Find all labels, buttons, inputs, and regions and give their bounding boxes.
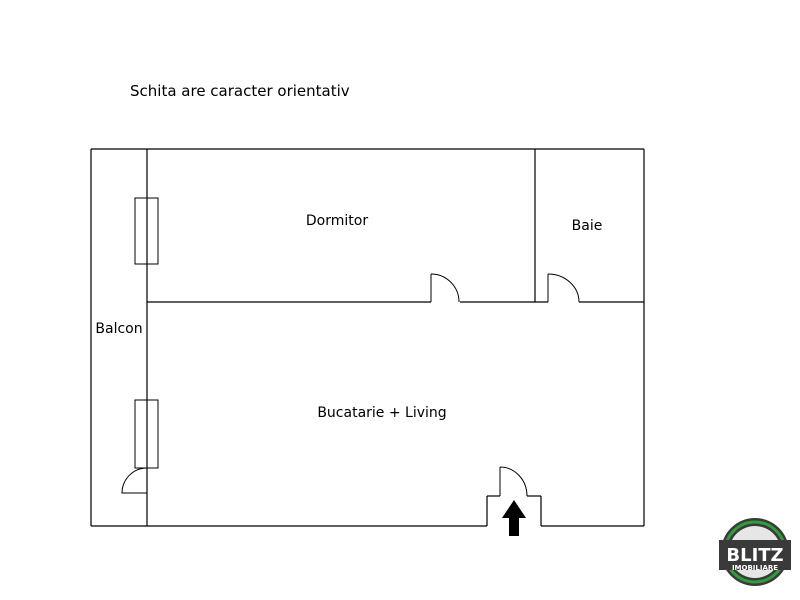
- logo-brand: BLITZ: [726, 545, 783, 566]
- logo-sub: IMOBILIARE: [732, 564, 778, 572]
- door-balcon: [121, 467, 148, 494]
- room-label-balcon: Balcon: [95, 321, 142, 337]
- door-dormitor: [430, 273, 460, 303]
- blitz-logo: BLITZ IMOBILIARE: [719, 518, 791, 586]
- entrance-arrow-icon: [502, 500, 526, 536]
- room-label-dormitor: Dormitor: [306, 213, 368, 229]
- room-label-living: Bucatarie + Living: [317, 405, 446, 421]
- plan-note: Schita are caracter orientativ: [130, 82, 350, 100]
- interior-walls: [147, 149, 644, 303]
- room-label-baie: Baie: [572, 218, 603, 234]
- outer-walls: [90, 148, 645, 527]
- door-baie: [547, 273, 580, 303]
- door-entrance: [499, 466, 528, 497]
- entrance-niche: [486, 495, 542, 526]
